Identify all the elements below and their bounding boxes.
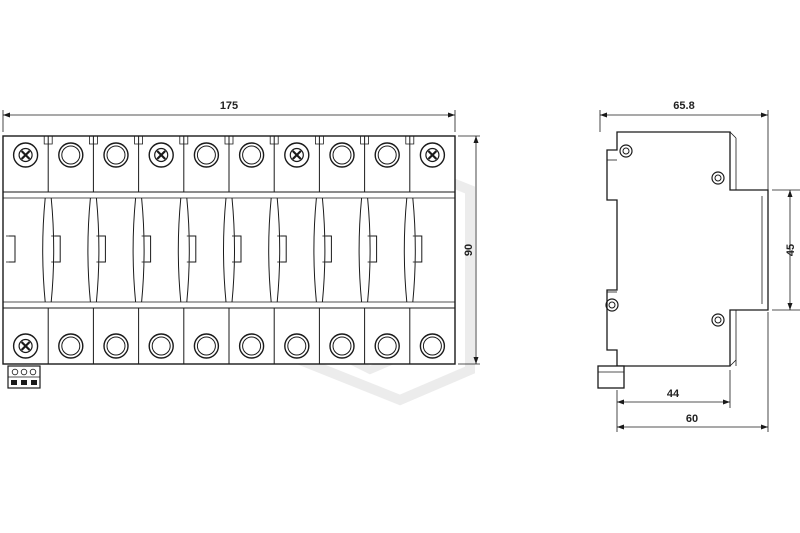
width-dimension-label: 175 (220, 100, 238, 112)
top-terminal-cross-b (20, 150, 31, 160)
bottom-terminal-cross-b (20, 341, 31, 351)
cartridge-divider (268, 197, 281, 303)
top-terminal-outer (374, 142, 400, 168)
front-view: 175 90 (2, 100, 480, 389)
height-dimension-label: 90 (463, 244, 475, 256)
cartridge-divider (223, 197, 235, 303)
device-side-body (606, 131, 769, 367)
top-terminal-cross-b (156, 150, 166, 160)
bottom-terminal-ring (422, 336, 442, 356)
status-window (54, 235, 61, 263)
bottom-terminal-ring (151, 336, 171, 356)
side-width-dimension: 65.8 (599, 100, 769, 200)
top-terminal-ring (106, 145, 126, 165)
bottom-terminal-outer (193, 333, 220, 359)
top-terminal-outer (58, 142, 84, 168)
cartridge-divider (177, 197, 190, 303)
module-notch (315, 136, 324, 145)
height-dimension: 90 (458, 135, 480, 365)
side-view: 65.8 4 (597, 100, 800, 432)
din-clip (597, 365, 625, 389)
top-terminal-outer (103, 142, 129, 168)
base-depth-dimension-label: 60 (686, 413, 698, 425)
cartridge-divider (313, 197, 326, 303)
bottom-terminal-ring (287, 336, 307, 356)
cartridge-divider (358, 197, 371, 303)
bottom-terminal-ring (196, 336, 216, 356)
top-terminal-ring (332, 145, 352, 165)
module-notch (360, 136, 369, 145)
side-screws (605, 144, 725, 327)
cartridge-divider (87, 197, 100, 303)
module-row (2, 135, 456, 365)
status-window (415, 235, 423, 263)
top-terminal-cross-b (292, 150, 302, 160)
cartridge-divider (132, 197, 145, 303)
module-notch (224, 136, 234, 145)
side-width-dimension-label: 65.8 (673, 100, 694, 112)
terminal-block (7, 365, 41, 389)
width-dimension: 175 (2, 100, 456, 132)
rail-depth-dimension-label: 44 (667, 388, 680, 400)
top-terminal-outer (238, 142, 265, 168)
front-height-dimension-label: 45 (785, 244, 797, 256)
top-terminal-ring (61, 145, 81, 165)
bottom-terminal-outer (238, 333, 265, 359)
module-notch (179, 136, 189, 145)
front-height-dimension: 45 (772, 189, 800, 311)
status-window (99, 235, 106, 263)
bottom-terminal-ring (106, 336, 126, 356)
module-notch (43, 136, 53, 145)
status-window (235, 235, 242, 263)
bottom-terminal-ring (332, 336, 352, 356)
status-window (144, 235, 152, 263)
module-notch (405, 136, 415, 145)
bottom-terminal-ring (242, 336, 262, 356)
top-terminal-ring (196, 145, 216, 165)
top-terminal-outer (329, 142, 355, 168)
bottom-terminal-outer (58, 333, 84, 359)
bottom-terminal-outer (419, 333, 446, 359)
status-window (370, 235, 378, 263)
bottom-terminal-outer (284, 333, 310, 359)
bottom-terminal-outer (374, 333, 400, 359)
bottom-terminal-ring (377, 336, 397, 356)
status-window (280, 235, 287, 263)
bottom-terminal-outer (148, 333, 174, 359)
bottom-terminal-outer (329, 333, 355, 359)
rail-depth-dimension: 44 (616, 370, 731, 432)
module-notch (269, 136, 279, 145)
bottom-terminal-outer (103, 333, 129, 359)
status-window (325, 235, 332, 263)
module-notch (89, 136, 98, 145)
status-window (9, 235, 16, 263)
top-terminal-ring (377, 145, 397, 165)
top-terminal-ring (242, 145, 262, 165)
bottom-terminal-ring (61, 336, 81, 356)
top-terminal-cross-b (427, 150, 438, 160)
status-window (189, 235, 197, 263)
module-notch (134, 136, 143, 145)
top-terminal-outer (193, 142, 220, 168)
cartridge-divider (42, 197, 55, 303)
base-depth-dimension: 60 (617, 312, 769, 432)
cartridge-divider (403, 197, 416, 303)
